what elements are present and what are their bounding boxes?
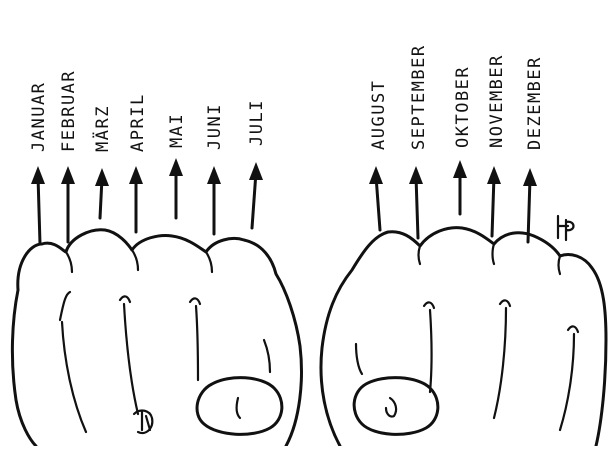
arrow-mai-head-icon <box>169 158 183 176</box>
left-finger-crease-1 <box>66 252 72 272</box>
right-finger-line-3 <box>500 300 510 306</box>
arrow-januar-head-icon <box>31 166 45 184</box>
arrow-november <box>492 176 494 236</box>
label-maerz: MÄRZ <box>92 105 113 152</box>
left-small-mark <box>134 411 152 434</box>
left-finger-line-4 <box>264 340 270 372</box>
left-thumbnail-line <box>237 398 240 418</box>
arrow-september <box>416 176 418 238</box>
left-finger-crease-2 <box>132 250 138 270</box>
right-finger-line-2b <box>430 310 432 392</box>
left-finger-line-1 <box>60 292 70 320</box>
right-finger-crease-2 <box>493 244 495 264</box>
left-finger-crease-3 <box>206 252 212 272</box>
right-thumbnail-line <box>386 398 396 417</box>
right-fist <box>321 228 606 446</box>
arrow-maerz-head-icon <box>95 168 109 186</box>
arrow-juli <box>252 172 256 228</box>
arrow-dezember-head-icon <box>523 168 537 186</box>
left-month-labels: JANUAR FEBRUAR MÄRZ APRIL MAI JUNI JULI <box>29 70 267 152</box>
signature-mark <box>558 216 574 240</box>
label-januar: JANUAR <box>29 82 49 152</box>
right-finger-line-1 <box>356 344 362 374</box>
right-finger-line-4 <box>568 326 578 332</box>
left-thumb <box>197 378 282 435</box>
right-finger-crease-3 <box>559 256 561 274</box>
label-september: SEPTEMBER <box>409 44 429 150</box>
right-finger-crease-1 <box>419 246 421 264</box>
arrow-august <box>376 176 380 230</box>
right-finger-line-2 <box>424 302 434 308</box>
label-april: APRIL <box>128 93 148 152</box>
left-finger-line-2b <box>124 304 138 414</box>
right-arrows <box>369 160 537 242</box>
arrow-dezember <box>528 178 530 242</box>
arrow-juli-head-icon <box>249 162 263 180</box>
arrow-september-head-icon <box>409 166 423 184</box>
right-month-labels: AUGUST SEPTEMBER OKTOBER NOVEMBER DEZEMB… <box>369 44 545 150</box>
right-fist-outline <box>321 228 606 446</box>
left-fist <box>12 230 301 446</box>
arrow-januar <box>38 176 40 244</box>
label-juni: JUNI <box>205 103 225 150</box>
left-finger-line-1b <box>62 322 86 432</box>
arrow-februar-head-icon <box>61 166 75 184</box>
left-finger-line-3 <box>190 298 200 304</box>
label-august: AUGUST <box>369 80 389 150</box>
left-finger-line-3b <box>196 306 198 380</box>
left-fist-outline <box>12 230 301 446</box>
right-finger-line-4b <box>560 334 574 430</box>
label-februar: FEBRUAR <box>59 70 79 152</box>
arrow-november-head-icon <box>487 166 501 184</box>
arrow-juni-head-icon <box>207 166 221 184</box>
left-finger-line-2 <box>120 296 130 302</box>
label-oktober: OKTOBER <box>453 66 473 148</box>
right-finger-line-3b <box>494 308 506 418</box>
arrow-oktober-head-icon <box>453 160 467 178</box>
left-arrows <box>31 158 263 244</box>
label-mai: MAI <box>167 113 187 148</box>
label-juli: JULI <box>247 99 267 146</box>
arrow-april-head-icon <box>129 166 143 184</box>
label-dezember: DEZEMBER <box>525 56 545 150</box>
label-november: NOVEMBER <box>487 54 507 148</box>
arrow-august-head-icon <box>369 166 383 184</box>
